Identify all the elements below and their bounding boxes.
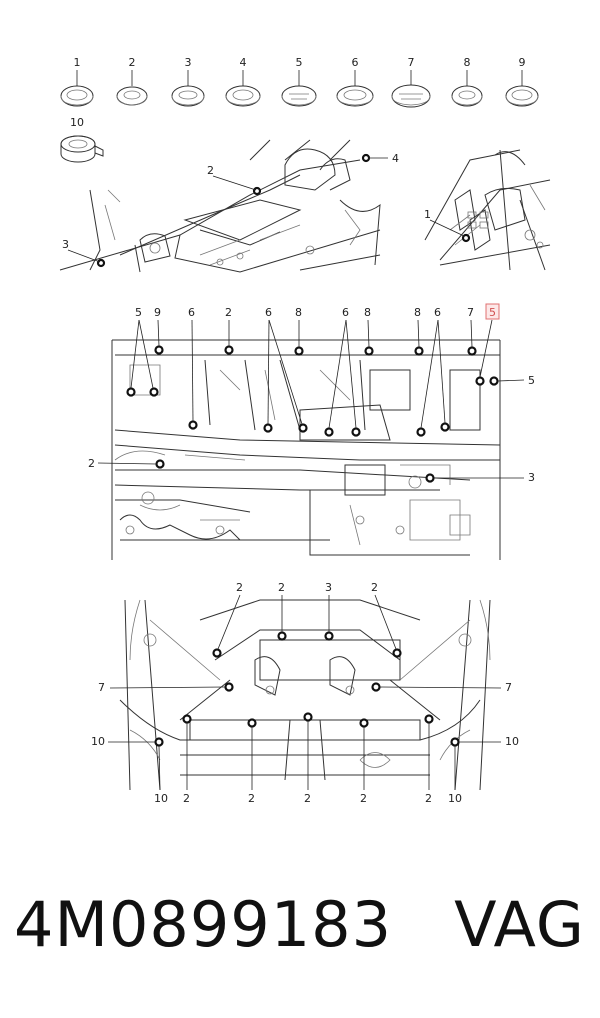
- callout-label: 8: [295, 306, 302, 319]
- part-label: 4: [240, 56, 247, 69]
- callout-label: 10: [154, 792, 168, 805]
- detail-floor-plan: 5 9 6 2 6 8 6 8 8 6 7 5 5 2 3: [88, 303, 535, 560]
- detail-underbody: 2 2 3 2 7 7 10 10 10 2 2 2 2 2 10: [91, 581, 519, 805]
- callout-label: 8: [414, 306, 421, 319]
- plug-icon-5: [281, 85, 317, 107]
- callout-label-highlighted: 5: [489, 306, 496, 319]
- callout-label: 6: [188, 306, 195, 319]
- callout-label: 3: [325, 581, 332, 594]
- callout-label: 2: [248, 792, 255, 805]
- plug-icon-3: [171, 85, 205, 107]
- plug-icon-1: [60, 85, 94, 107]
- part-label: 10: [70, 116, 84, 129]
- part-label: 3: [185, 56, 192, 69]
- part-label: 6: [352, 56, 359, 69]
- callout-label: 7: [505, 681, 512, 694]
- brand-name: VAG: [454, 888, 585, 961]
- callout-label: 6: [342, 306, 349, 319]
- callout-label: 7: [98, 681, 105, 694]
- footer: 4M0899183 VAG: [14, 888, 585, 961]
- part-label: 1: [74, 56, 81, 69]
- part-label: 2: [129, 56, 136, 69]
- callout-label: 10: [505, 735, 519, 748]
- callout-label: 8: [364, 306, 371, 319]
- callout-label: 2: [371, 581, 378, 594]
- tape-roll-icon-10: [60, 135, 104, 163]
- highlight-box: [485, 303, 500, 320]
- detail-sill-right: 1: [424, 149, 551, 271]
- plug-icons-row: [60, 84, 539, 163]
- callout-label: 3: [528, 471, 535, 484]
- callout-label: 5: [528, 374, 535, 387]
- callout-label: 4: [392, 152, 399, 165]
- callout-label: 6: [265, 306, 272, 319]
- callout-label: 2: [360, 792, 367, 805]
- plug-icon-4: [225, 85, 261, 107]
- callout-label: 9: [154, 306, 161, 319]
- parts-diagram: 1 2 3 4 5 6 7 8 9 10 2: [59, 56, 551, 805]
- callout-label: 1: [424, 208, 431, 221]
- plug-icon-7: [391, 84, 431, 108]
- callout-label: 5: [135, 306, 142, 319]
- callout-label: 2: [225, 306, 232, 319]
- plug-icon-8: [451, 85, 483, 107]
- part-label: 9: [519, 56, 526, 69]
- callout-label: 2: [236, 581, 243, 594]
- plug-icon-9: [505, 85, 539, 107]
- callout-label: 2: [278, 581, 285, 594]
- plug-icon-6: [336, 85, 374, 107]
- callout-label: 2: [207, 164, 214, 177]
- part-label: 8: [464, 56, 471, 69]
- callout-label: 3: [62, 238, 69, 251]
- callout-label: 6: [434, 306, 441, 319]
- detail-floor-front: 2 4 3: [59, 139, 399, 273]
- callout-label: 10: [91, 735, 105, 748]
- callout-label: 2: [304, 792, 311, 805]
- callout-label: 10: [448, 792, 462, 805]
- parts-row-labels: 1 2 3 4 5 6 7 8 9 10: [70, 56, 526, 129]
- part-label: 7: [408, 56, 415, 69]
- callout-label: 2: [183, 792, 190, 805]
- part-label: 5: [296, 56, 303, 69]
- callout-label: 7: [467, 306, 474, 319]
- plug-icon-2: [116, 86, 148, 106]
- callout-label: 2: [425, 792, 432, 805]
- callout-label: 2: [88, 457, 95, 470]
- part-number: 4M0899183: [14, 888, 393, 961]
